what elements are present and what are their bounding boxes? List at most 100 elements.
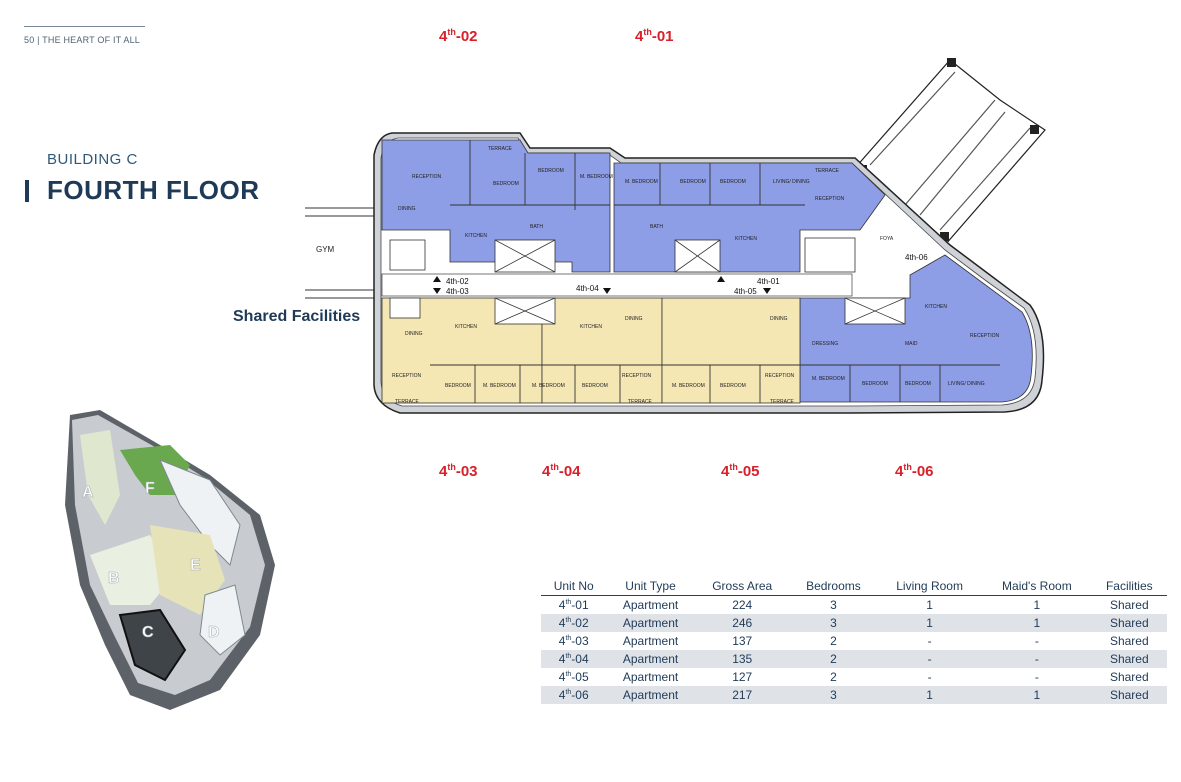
cell-maids-room: 1 — [1033, 598, 1041, 612]
site-label-d: D — [208, 624, 220, 641]
interior-walls — [430, 140, 1000, 403]
cell-unit-type: Apartment — [606, 686, 695, 704]
plan-label: M. BEDROOM — [812, 376, 845, 382]
table-row: 4th-05 Apartment 127 2 - - Shared — [541, 668, 1167, 686]
cell-unit-no: 4th-05 — [558, 670, 589, 684]
plan-label: BEDROOM — [538, 168, 564, 174]
cell-unit-no: 4th-04 — [541, 650, 607, 668]
plan-label: KITCHEN — [465, 233, 487, 239]
plan-label: LIVING/ DINING — [948, 381, 985, 387]
cell-unit-no: 4th-03 — [558, 634, 589, 648]
header-maids-room: Maid's Room — [982, 578, 1092, 596]
plan-label: LIVING/ DINING — [773, 179, 810, 185]
title-accent-bar — [25, 180, 29, 202]
cell-bedrooms: 2 — [830, 670, 837, 684]
cell-gross-area: 137 — [732, 634, 753, 648]
gym-label: GYM — [316, 245, 335, 254]
cell-unit-type: Apartment — [606, 650, 695, 668]
plan-label: TERRACE — [395, 399, 420, 405]
column-marker — [947, 58, 956, 67]
site-label-a: A — [82, 484, 94, 501]
table-header-row: Unit No Unit Type Gross Area Bedrooms Li… — [541, 578, 1167, 596]
cell-gross-area: 224 — [732, 598, 753, 612]
plan-label: MAID — [905, 341, 918, 347]
plan-label: BEDROOM — [905, 381, 931, 387]
unit-label-4th-04: 4th-04 — [542, 462, 581, 481]
central-corridor — [381, 273, 853, 297]
corridor-label: 4th-02 — [446, 277, 469, 286]
site-label-f: F — [145, 480, 155, 497]
plan-label: DINING — [398, 206, 416, 212]
cell-bedrooms: 3 — [789, 686, 878, 704]
unit-label-4th-02: 4th-02 — [439, 27, 478, 46]
plan-label: RECEPTION — [970, 333, 1000, 339]
cell-unit-type: Apartment — [606, 614, 695, 632]
cell-maids-room: 1 — [982, 686, 1092, 704]
cell-maids-room: - — [982, 650, 1092, 668]
shared-facilities-label: Shared Facilities — [233, 308, 361, 325]
site-label-b: B — [108, 570, 120, 587]
plan-label: FOYA — [880, 236, 894, 242]
plan-label: BEDROOM — [493, 181, 519, 187]
plan-label: TERRACE — [770, 399, 795, 405]
cell-living-room: 1 — [877, 614, 983, 632]
cell-gross-area: 135 — [694, 650, 790, 668]
plan-label: DINING — [405, 331, 423, 337]
unit-schedule-table: Unit No Unit Type Gross Area Bedrooms Li… — [541, 578, 1167, 704]
plan-label: BEDROOM — [720, 383, 746, 389]
cell-facilities: Shared — [1109, 634, 1149, 648]
plan-label: RECEPTION — [765, 373, 795, 379]
unit-area-4th-04 — [541, 297, 663, 404]
floor-title: FOURTH FLOOR — [47, 175, 260, 205]
plan-label: RECEPTION — [392, 373, 422, 379]
entry-arrows — [433, 276, 771, 294]
unit-label-4th-03: 4th-03 — [439, 462, 478, 481]
plan-label: KITCHEN — [455, 324, 477, 330]
cell-bedrooms: 3 — [830, 598, 837, 612]
cell-living-room: - — [877, 650, 983, 668]
building-name: BUILDING C — [47, 151, 138, 168]
cell-maids-room: - — [1034, 670, 1039, 684]
cell-bedrooms: 2 — [830, 634, 837, 648]
plan-label: KITCHEN — [735, 236, 757, 242]
plan-label: TERRACE — [815, 168, 840, 174]
cell-gross-area: 246 — [694, 614, 790, 632]
plan-label: RECEPTION — [815, 196, 845, 202]
cell-facilities: Shared — [1091, 686, 1167, 704]
plan-label: BEDROOM — [680, 179, 706, 185]
cell-facilities: Shared — [1091, 650, 1167, 668]
site-label-c: C — [142, 624, 154, 641]
table-row: 4th-02 Apartment 246 3 1 1 Shared — [541, 614, 1167, 632]
header-facilities: Facilities — [1091, 578, 1167, 596]
table-row: 4th-04 Apartment 135 2 - - Shared — [541, 650, 1167, 668]
cell-gross-area: 217 — [694, 686, 790, 704]
cell-facilities: Shared — [1091, 614, 1167, 632]
cell-maids-room: - — [1034, 634, 1039, 648]
cell-unit-type: Apartment — [622, 598, 679, 612]
unit-label-4th-01: 4th-01 — [635, 27, 674, 46]
cell-unit-no: 4th-02 — [541, 614, 607, 632]
plan-label: KITCHEN — [925, 304, 947, 310]
plan-label: RECEPTION — [412, 174, 442, 180]
header-unit-type: Unit Type — [606, 578, 695, 596]
site-plan: A F E B C D — [65, 410, 275, 710]
unit-label-4th-06: 4th-06 — [895, 462, 934, 481]
table-row: 4th-01 Apartment 224 3 1 1 Shared — [541, 596, 1167, 615]
unit-area-4th-02 — [381, 139, 611, 273]
plan-label: BEDROOM — [862, 381, 888, 387]
corridor-label: 4th-01 — [757, 277, 780, 286]
cell-unit-type: Apartment — [622, 634, 679, 648]
cell-living-room: 1 — [877, 686, 983, 704]
corridor-label: 4th-04 — [576, 284, 599, 293]
plan-label: KITCHEN — [580, 324, 602, 330]
table-row: 4th-06 Apartment 217 3 1 1 Shared — [541, 686, 1167, 704]
plan-label: BATH — [530, 224, 543, 230]
plan-label: M. BEDROOM — [580, 174, 613, 180]
core-cells — [389, 237, 906, 325]
page-label: 50 | THE HEART OF IT ALL — [24, 35, 141, 45]
plan-label: DINING — [770, 316, 788, 322]
corridor-label: 4th-05 — [734, 287, 757, 296]
cell-maids-room: 1 — [982, 614, 1092, 632]
plan-label: M. BEDROOM — [483, 383, 516, 389]
table-row: 4th-03 Apartment 137 2 - - Shared — [541, 632, 1167, 650]
